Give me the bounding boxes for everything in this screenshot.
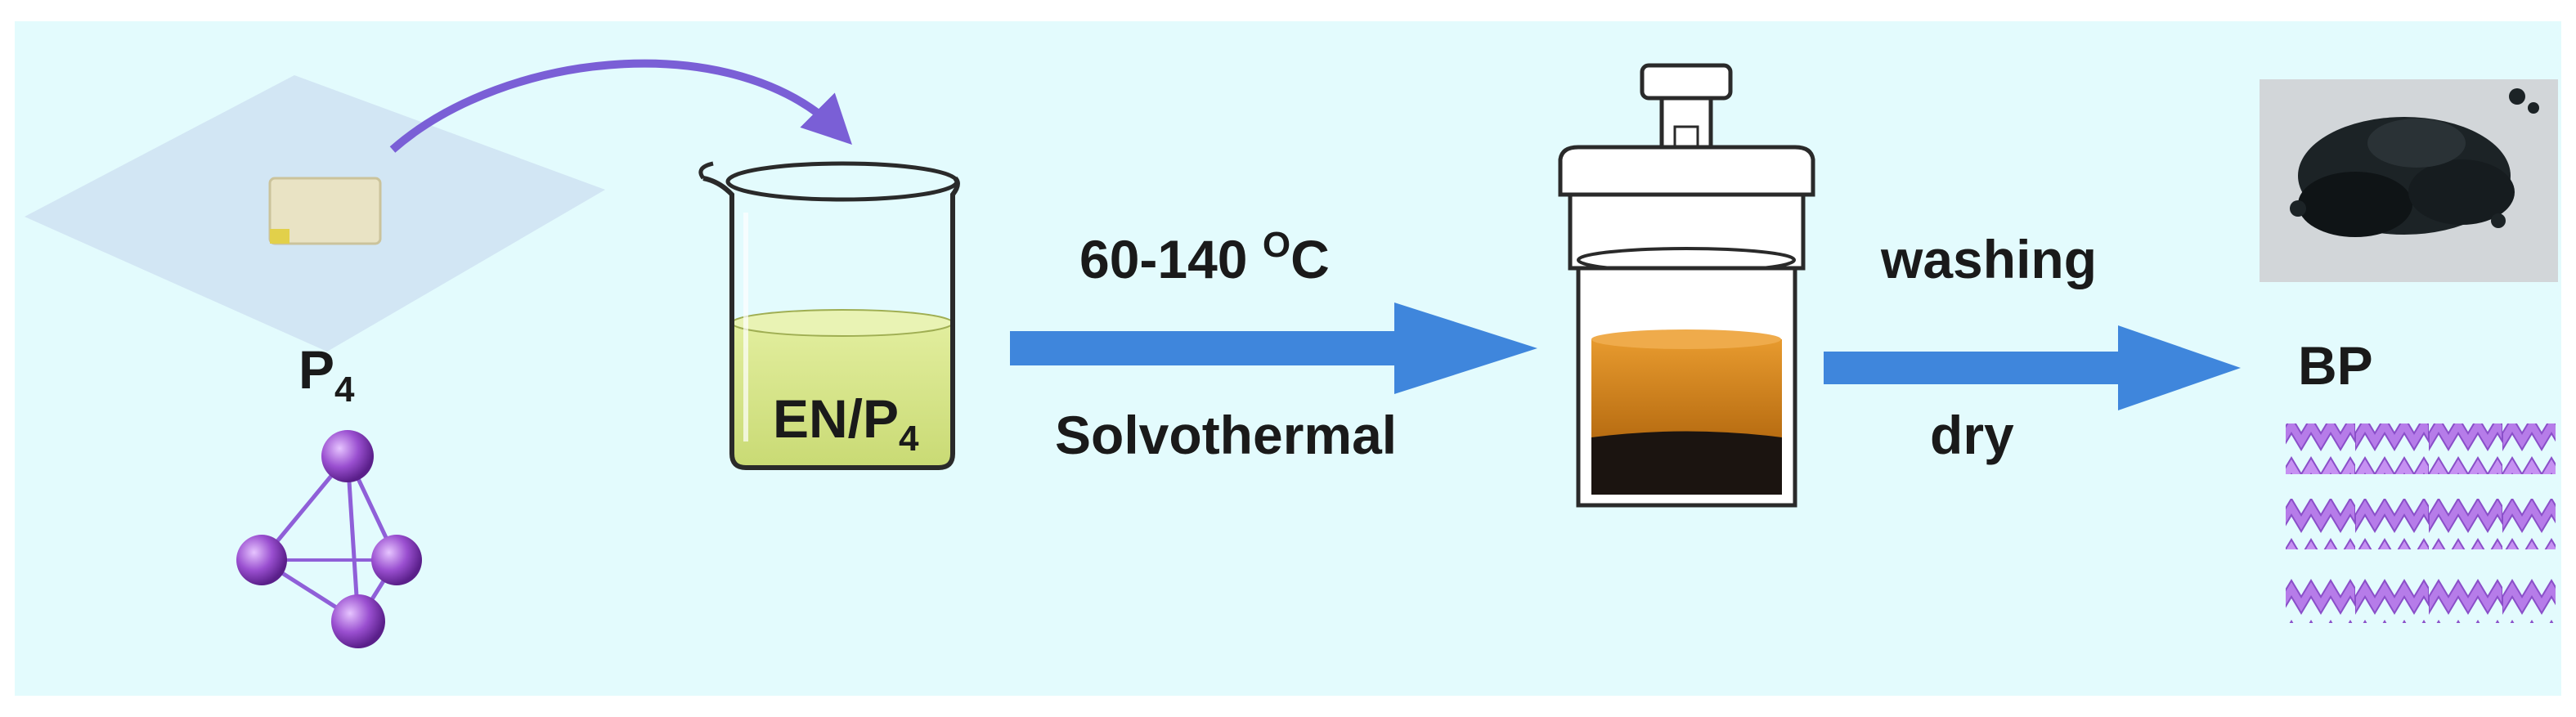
p4-label: P4 bbox=[298, 339, 355, 410]
solvothermal-label: Solvothermal bbox=[1055, 405, 1397, 465]
washing-label: washing bbox=[1880, 229, 2097, 289]
beaker-label: EN/P4 bbox=[773, 388, 919, 459]
autoclave-icon bbox=[1558, 63, 1815, 508]
p4-sample-sheet-icon bbox=[25, 75, 605, 352]
transfer-curved-arrow bbox=[389, 59, 852, 153]
beaker-icon bbox=[698, 161, 960, 470]
bp-label: BP bbox=[2298, 335, 2373, 396]
p4-tetrahedron-icon bbox=[236, 430, 422, 648]
arrow-solvothermal bbox=[1010, 302, 1537, 394]
bp-powder-photo-icon bbox=[2260, 79, 2558, 282]
arrow-washing-dry bbox=[1824, 325, 2241, 410]
temperature-label: 60-140 OC bbox=[1079, 225, 1330, 289]
dry-label: dry bbox=[1930, 405, 2014, 465]
bp-layer-structure-icon bbox=[2286, 423, 2556, 623]
